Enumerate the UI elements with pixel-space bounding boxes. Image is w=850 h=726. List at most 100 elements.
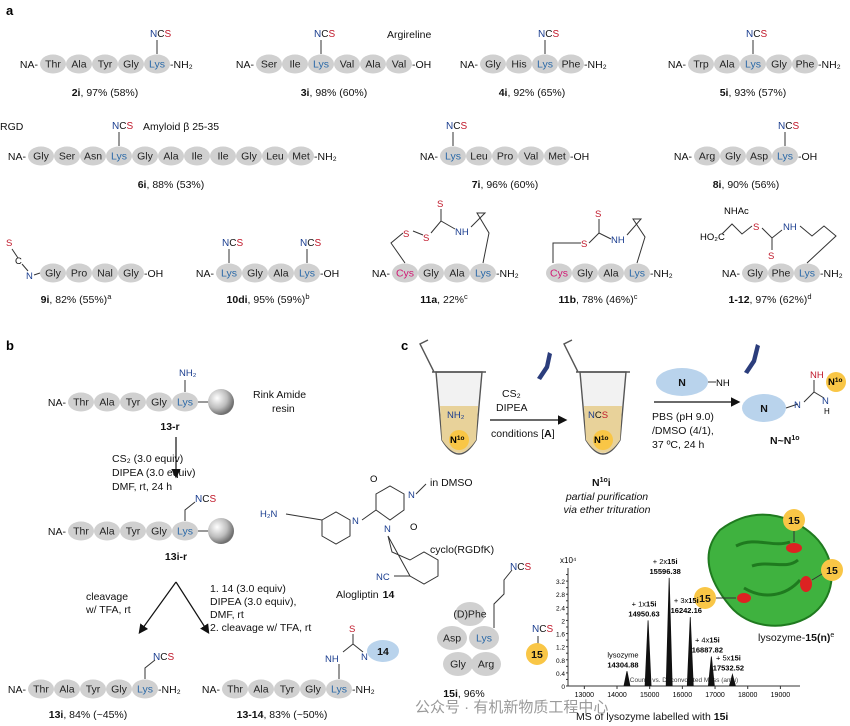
compound-caption: 1-12, 97% (62%)d: [729, 292, 812, 306]
residue-label: Met: [548, 151, 566, 163]
residue-label: Thr: [73, 397, 89, 409]
residue-label: Gly: [45, 268, 62, 280]
bond: [11, 248, 19, 259]
atom-c: C: [307, 238, 314, 249]
residue-bead: [120, 392, 146, 412]
residue-label: Gly: [123, 59, 140, 71]
residue-label: Asp: [443, 633, 461, 645]
isothiocyanate-group: NCS: [222, 238, 243, 249]
atom-n: N: [361, 652, 368, 663]
compound-caption: 11a, 22%c: [420, 292, 468, 306]
residue-bead: [146, 392, 172, 412]
solvent-label: in DMSO: [430, 477, 473, 489]
residue-label: Ala: [365, 59, 380, 71]
lysine-chain-link: [470, 212, 490, 264]
residue-bead: [132, 679, 158, 699]
reaction-condition: /DMSO (4/1),: [652, 425, 714, 437]
reaction-condition: PBS (pH 9.0): [652, 411, 714, 423]
isothiocyanate-group: NCS: [446, 121, 467, 132]
residue-bead: [132, 146, 158, 166]
reagent-cs2: CS₂: [502, 388, 521, 400]
compound-caption: 9i, 82% (55%)a: [41, 292, 113, 306]
residue-label: Ser: [261, 59, 278, 71]
atom-n: N: [153, 652, 160, 663]
residue-label: Phe: [796, 59, 815, 71]
residue-label: Lys: [111, 151, 127, 163]
compound-yield: , 96%: [458, 688, 485, 700]
residue-label: Ala: [99, 526, 114, 538]
product-sup: 1o: [791, 435, 799, 442]
protein-blob: [656, 368, 708, 396]
compound-number: 2i: [72, 87, 81, 99]
residue-label: Ala: [71, 59, 86, 71]
residue-label: Lys: [313, 59, 329, 71]
n-terminus-label: NA-: [196, 268, 215, 280]
atom-s: S: [164, 29, 171, 40]
linker: [552, 242, 581, 263]
reaction-condition: cleavage: [86, 591, 128, 603]
c-terminus-label: -NH₂: [818, 59, 841, 71]
residue-bead: [544, 146, 570, 166]
peak-mass: 17532.52: [713, 664, 744, 673]
lysine-chain-link: [799, 225, 837, 264]
atom-c: C: [753, 29, 760, 40]
isothiocyanate-group: NCS: [532, 624, 553, 635]
atom-s: S: [209, 494, 216, 505]
x-tick-label: 13000: [575, 692, 595, 699]
residue-label: Lys: [475, 268, 491, 280]
residue-bead: [694, 146, 720, 166]
compound-yield: , 97% (58%): [80, 87, 138, 99]
reaction-condition: DIPEA (3.0 equiv),: [210, 596, 296, 608]
residue-bead: [66, 54, 92, 74]
residue-bead: [572, 263, 598, 283]
conditions-a: A: [544, 428, 552, 440]
atom-c: C: [595, 410, 602, 421]
acetamide-label: NHAc: [724, 206, 749, 217]
residue-label: Gly: [771, 59, 788, 71]
tag-15: [694, 587, 716, 609]
residue-label: Lys: [177, 526, 193, 538]
residue-bead: [40, 54, 66, 74]
x-tick-label: 16000: [673, 692, 693, 699]
isothiocyanate-group: NCS: [746, 29, 767, 40]
x-tick-label: 15000: [640, 692, 660, 699]
residue-bead: [54, 146, 80, 166]
atom-s: S: [581, 239, 587, 250]
residue-label: Ala: [163, 151, 178, 163]
compound-number: 1-12: [729, 294, 750, 306]
compound-yield: , 97% (62%): [750, 294, 808, 306]
residue-label: Lys: [149, 59, 165, 71]
residue-label: Ile: [191, 151, 202, 163]
reagent-dipea: DIPEA: [496, 402, 528, 414]
compound-number: 4i: [499, 87, 508, 99]
footnote-marker: c: [464, 292, 468, 301]
atom-s: S: [403, 229, 409, 240]
n-terminus-label: NA-: [722, 268, 741, 280]
residue-bead: [714, 54, 740, 74]
cysteine-backbone: [721, 223, 753, 235]
residue-label: Lys: [777, 151, 793, 163]
alogliptin-tag-label: 14: [377, 646, 389, 658]
lysine-side-chain: [493, 569, 513, 628]
residue-label: Ala: [99, 397, 114, 409]
atom-s: S: [167, 652, 174, 663]
compound-caption: 13-14, 83% (~50%): [237, 709, 328, 721]
bond: [285, 513, 323, 521]
c-terminus-label: -OH: [412, 59, 431, 71]
atom-c: C: [160, 652, 167, 663]
atom-n: N: [588, 410, 595, 421]
purification-note: partial purification: [565, 491, 648, 503]
residue-bead: [288, 146, 314, 166]
n-terminus-label: NA-: [372, 268, 391, 280]
isothiocyanate-group: NCS: [538, 29, 559, 40]
compound-caption: 7i, 96% (60%): [472, 179, 539, 191]
amine-label: H₂N: [260, 509, 278, 520]
